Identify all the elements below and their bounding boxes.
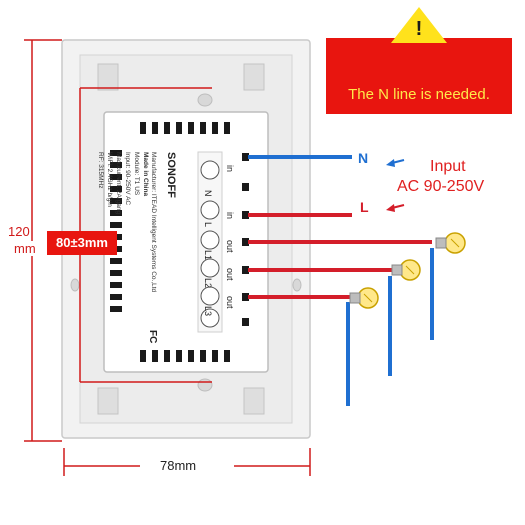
svg-text:L2: L2 — [203, 278, 213, 288]
svg-text:in: in — [225, 165, 235, 172]
svg-text:L1: L1 — [203, 250, 213, 260]
height-dimension — [24, 39, 62, 442]
svg-text:L3: L3 — [203, 306, 213, 316]
svg-text:out: out — [225, 240, 235, 253]
mount-hole — [70, 278, 80, 292]
n-label: N — [358, 150, 369, 166]
height-unit: mm — [14, 241, 36, 256]
input-voltage-label: AC 90-250V — [397, 178, 485, 195]
warning-triangle-icon — [391, 7, 447, 43]
bulb-icon — [435, 232, 466, 254]
plate-slot — [97, 63, 119, 91]
l-label: L — [360, 199, 369, 215]
svg-text:in: in — [225, 212, 235, 219]
svg-text:out: out — [225, 296, 235, 309]
arrow-left-icon — [386, 204, 405, 212]
mount-hole — [197, 93, 213, 107]
module-text-line: Input: 90-250V AC — [124, 152, 131, 205]
arrow-left-icon — [386, 159, 405, 167]
input-label: Input — [430, 158, 466, 175]
module-text-line: Made in China — [142, 152, 149, 196]
module-label-text: SONOFF Manufacturer: ITEAD Intelligent S… — [97, 152, 177, 293]
svg-text:N: N — [203, 190, 213, 197]
plate-slot — [243, 63, 265, 91]
module-text-line: Manufacturer: ITEAD Intelligent Systems … — [150, 152, 157, 293]
mount-hole — [197, 378, 213, 392]
mount-hole — [292, 278, 302, 292]
fc-mark: FC — [147, 330, 158, 343]
plate-slot — [97, 387, 119, 415]
terminal-labels: N L L1 L2 L3 in in out out out — [203, 165, 235, 316]
bulb-icon — [349, 287, 379, 309]
module-dimension-badge: 80±3mm — [47, 231, 117, 255]
svg-text:L: L — [203, 222, 213, 227]
terminal-holes — [242, 153, 249, 326]
module-text-line: Module: T1 US — [133, 152, 140, 196]
warning-mark: ! — [415, 18, 423, 40]
width-value: 78mm — [160, 458, 197, 473]
notice-box: The N line is needed. — [326, 38, 512, 114]
module-text-line: Max.current: 2A/gang — [115, 152, 122, 215]
width-dimension — [63, 448, 311, 476]
height-value: 120 — [8, 224, 30, 239]
module-brand: SONOFF — [165, 152, 177, 198]
module-text-line: RF: 315MHz — [97, 152, 104, 188]
bottom-vents — [140, 350, 230, 362]
top-vents — [140, 122, 230, 134]
bulb-icon — [391, 259, 421, 281]
notice-text: The N line is needed. — [348, 86, 490, 103]
plate-slot — [243, 387, 265, 415]
module-text-line: WiFi: 2.4GHz b/g/n — [106, 152, 113, 207]
terminal-screws — [197, 151, 223, 333]
svg-text:out: out — [225, 268, 235, 281]
